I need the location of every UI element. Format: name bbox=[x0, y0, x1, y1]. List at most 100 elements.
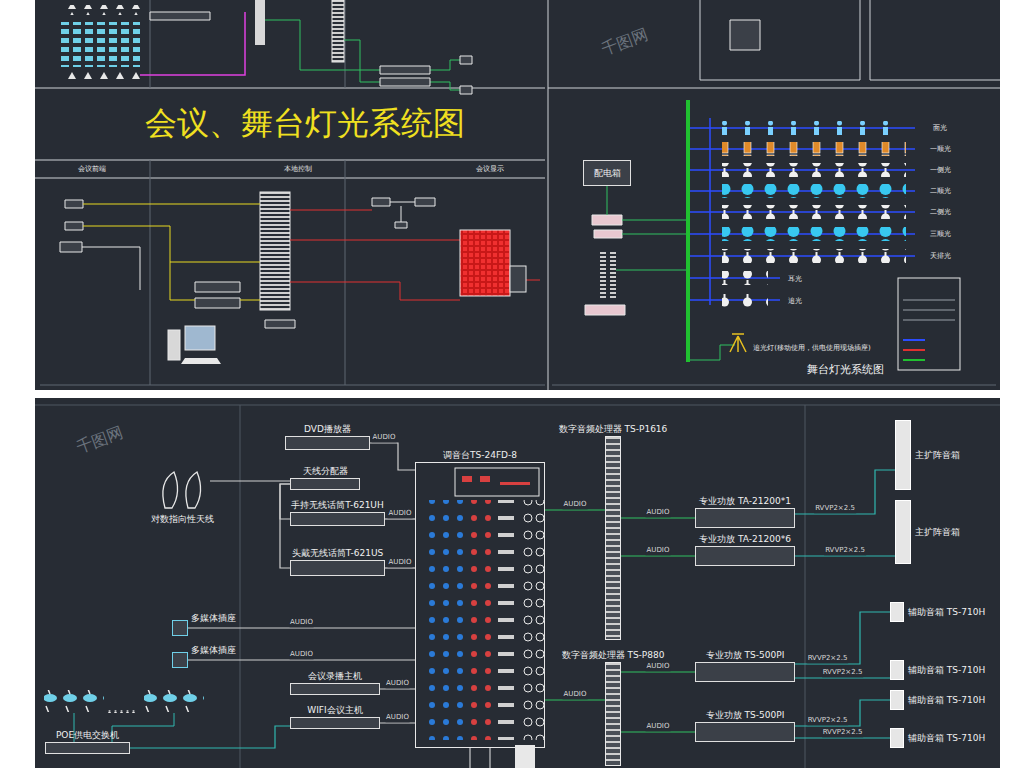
signal-cable bbox=[280, 484, 290, 568]
cable-label: AUDIO bbox=[646, 723, 671, 731]
legend-line bbox=[903, 349, 925, 351]
dimmer-symbol bbox=[585, 215, 625, 315]
cable-label: RVVP2×2.5 bbox=[814, 505, 856, 513]
device-symbol bbox=[515, 745, 535, 768]
signal-cable bbox=[380, 722, 415, 723]
cable-label: AUDIO bbox=[385, 680, 410, 688]
device-symbol bbox=[60, 198, 435, 328]
cable-label: AUDIO bbox=[563, 501, 588, 509]
device-box: POE供电交换机 bbox=[45, 742, 130, 754]
device-box: 专业功放 TA-21200*1 bbox=[695, 508, 795, 528]
led-screen bbox=[460, 230, 510, 296]
mic-grid bbox=[58, 22, 140, 67]
signal-cable bbox=[795, 700, 890, 726]
rack-device: 数字音频处理器 TS-P1616 bbox=[605, 436, 621, 640]
annotation: 会议显示 bbox=[476, 165, 504, 173]
watermark: 千图网 bbox=[599, 25, 651, 59]
signal-cable bbox=[545, 699, 605, 700]
device-symbol bbox=[380, 20, 760, 94]
speaker-box: 主扩阵音箱 bbox=[895, 420, 911, 490]
annotation: 一侧光 bbox=[930, 166, 951, 174]
lamp-row bbox=[722, 142, 906, 156]
cable bbox=[290, 210, 540, 300]
lamp-row bbox=[722, 271, 768, 285]
device-label: 辅助音箱 TS-710H bbox=[908, 607, 985, 618]
device-label: 辅助音箱 TS-710H bbox=[908, 665, 985, 676]
device-label: 配电箱 bbox=[594, 168, 621, 179]
conference-mics bbox=[144, 690, 204, 712]
device-box: 专业功放 TS-500PI bbox=[695, 722, 795, 742]
device-box: 配电箱 bbox=[583, 160, 631, 186]
annotation: 追光 bbox=[788, 297, 802, 305]
legend-line bbox=[903, 359, 925, 361]
signal-cable bbox=[188, 627, 415, 628]
watermark: 千图网 bbox=[74, 423, 126, 457]
device-label: 多媒体插座 bbox=[191, 645, 236, 656]
computer-monitor bbox=[185, 326, 215, 350]
lamp-row bbox=[722, 249, 906, 263]
signal-cable bbox=[210, 480, 290, 481]
device-box: 手持无线话筒T-621UH bbox=[290, 512, 385, 526]
legend-box bbox=[898, 278, 960, 370]
cable-label: AUDIO bbox=[646, 547, 671, 555]
signal-cable bbox=[795, 612, 890, 664]
device-label: 主扩阵音箱 bbox=[915, 450, 960, 461]
frame-lines bbox=[35, 0, 1000, 390]
legend-rule bbox=[903, 300, 955, 320]
signal-cable bbox=[621, 555, 695, 556]
top-panel bbox=[35, 0, 1000, 390]
cable-label: AUDIO bbox=[646, 663, 671, 671]
device-box: DVD播放器 bbox=[285, 436, 370, 450]
speaker-box: 辅助音箱 TS-710H bbox=[890, 690, 904, 710]
annotation: 舞台灯光系统图 bbox=[807, 363, 884, 376]
device-box: 会议录播主机 bbox=[290, 683, 380, 695]
annotation: 天排光 bbox=[930, 252, 951, 260]
cable-label: AUDIO bbox=[385, 714, 410, 722]
mixer-master-detail bbox=[462, 476, 530, 485]
signal-cable bbox=[795, 677, 890, 678]
cable-label: AUDIO bbox=[372, 434, 397, 442]
followspot-tripod bbox=[730, 334, 746, 352]
device-label: 头戴无线话筒T-621US bbox=[292, 548, 383, 559]
cable-label: AUDIO bbox=[563, 691, 588, 699]
signal-cable bbox=[130, 726, 290, 748]
lamp-row bbox=[722, 227, 906, 241]
signal-cable bbox=[188, 659, 415, 660]
conference-mics bbox=[44, 690, 104, 712]
annotation: 二顺光 bbox=[930, 187, 951, 195]
mixer-box: 调音台TS-24FD-8 bbox=[415, 462, 545, 748]
annotation: 耳光 bbox=[788, 275, 802, 283]
mixer-master bbox=[455, 468, 539, 496]
signal-cable bbox=[795, 555, 895, 556]
signal-cable bbox=[795, 470, 895, 514]
cable-label: AUDIO bbox=[388, 559, 413, 567]
device-label: 数字音频处理器 TS-P1616 bbox=[559, 424, 668, 435]
computer-tower bbox=[168, 330, 180, 360]
cable bbox=[83, 204, 260, 300]
speaker-box: 辅助音箱 TS-710H bbox=[890, 728, 904, 748]
annotation: 一顺光 bbox=[930, 145, 951, 153]
cable-label: AUDIO bbox=[646, 509, 671, 517]
signal-cable bbox=[380, 688, 415, 689]
signal-cable bbox=[621, 671, 695, 672]
annotation: 本地控制 bbox=[284, 165, 312, 173]
lamp-row bbox=[722, 163, 906, 177]
device-box: WIFI会议主机 bbox=[290, 717, 380, 729]
device-symbol bbox=[150, 12, 210, 20]
annotation: 三顺光 bbox=[930, 230, 951, 238]
device-box: 专业功放 TS-500PI bbox=[695, 662, 795, 682]
device-label: 专业功放 TS-500PI bbox=[706, 650, 785, 661]
cable-label: RVVP2×2.5 bbox=[822, 669, 864, 677]
speaker-box: 主扩阵音箱 bbox=[895, 500, 911, 564]
device-box: 多媒体插座 bbox=[172, 620, 188, 636]
antenna-symbol bbox=[163, 472, 201, 508]
device-label: 专业功放 TA-21200*1 bbox=[699, 496, 791, 507]
device-label: 辅助音箱 TS-710H bbox=[908, 733, 985, 744]
mixer-channels bbox=[415, 500, 545, 740]
device-label: 手持无线话筒T-621UH bbox=[291, 500, 383, 511]
mic-row bbox=[60, 5, 140, 15]
grid-lines bbox=[35, 405, 1000, 768]
annotation: 会议前端 bbox=[78, 165, 106, 173]
